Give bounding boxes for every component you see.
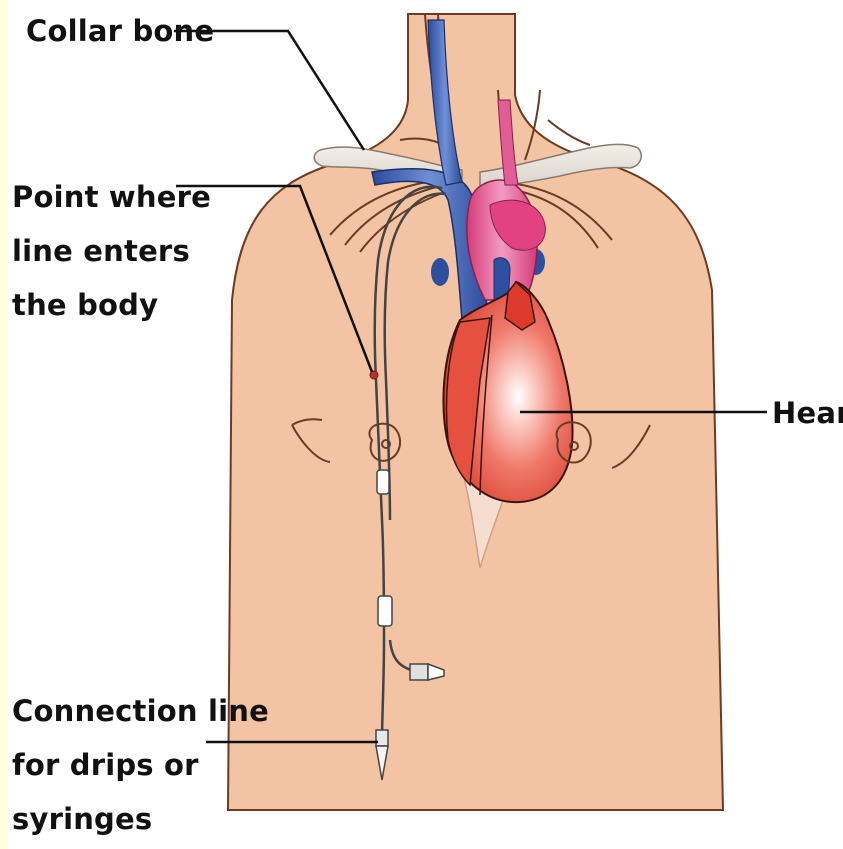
label-heart: Heart	[772, 386, 843, 440]
label-connection-line-3: syringes	[12, 792, 269, 846]
vein-node-left	[431, 258, 449, 286]
label-collar-bone: Collar bone	[26, 4, 214, 58]
label-connection-line-2: for drips or	[12, 738, 269, 792]
label-connection-line-1: Connection line	[12, 684, 269, 738]
label-entry-point: Point where line enters the body	[12, 170, 211, 332]
label-connection-line: Connection line for drips or syringes	[12, 684, 269, 846]
left-edge-strip	[0, 0, 7, 849]
label-entry-point-line-2: line enters	[12, 224, 211, 278]
label-entry-point-line-3: the body	[12, 278, 211, 332]
label-entry-point-line-1: Point where	[12, 170, 211, 224]
catheter-hub	[378, 596, 392, 626]
catheter-clamp	[377, 470, 389, 494]
